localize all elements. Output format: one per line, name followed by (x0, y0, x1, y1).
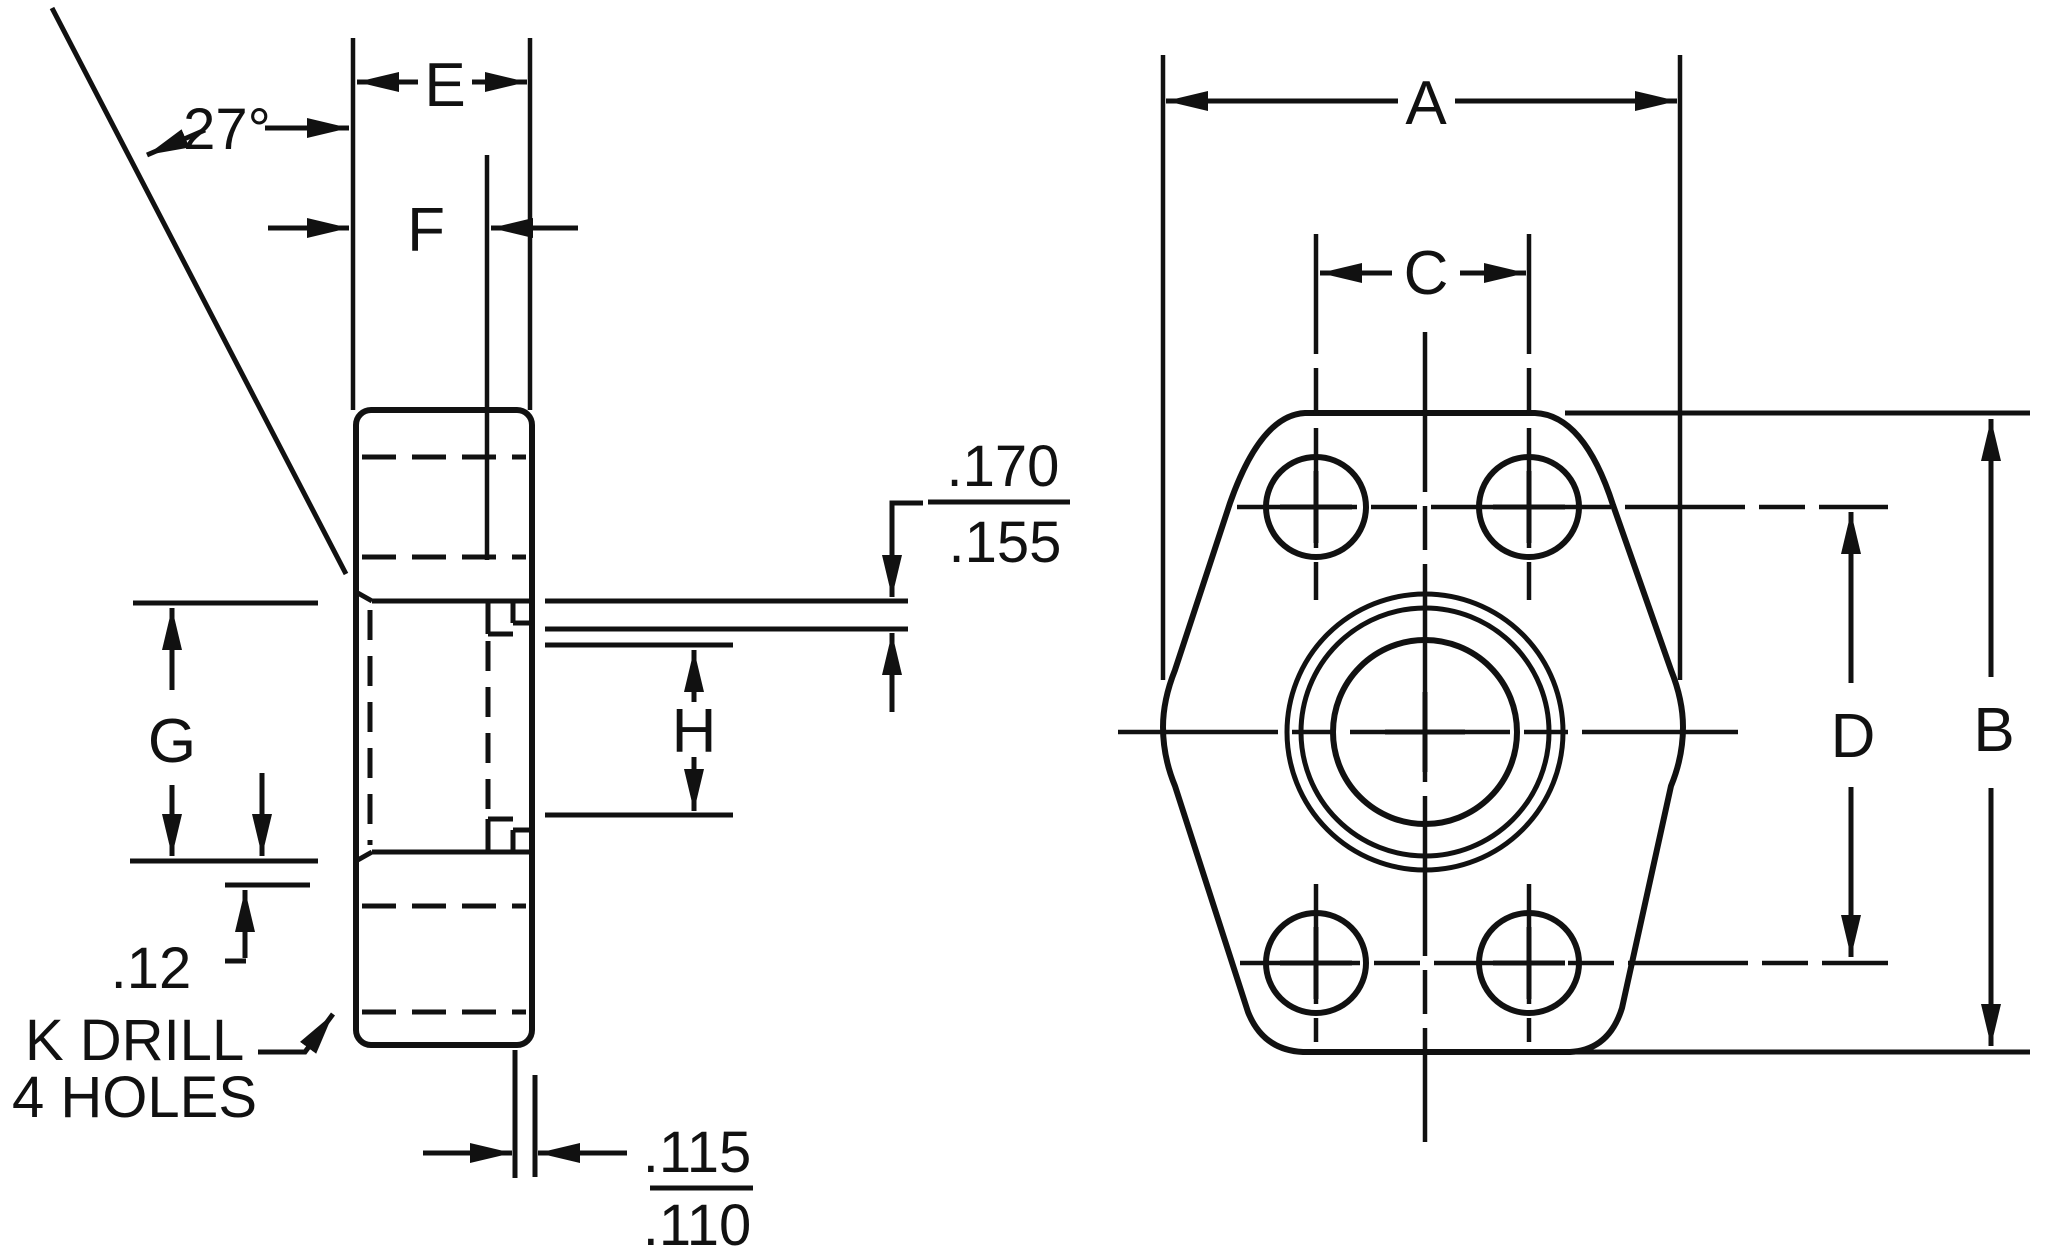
hidden-bolt-hole-lines (362, 454, 526, 1015)
flange-body-outline (353, 407, 535, 1048)
label-H: H (672, 697, 717, 766)
callout-k-drill: K DRILL 4 HOLES (12, 1008, 336, 1130)
chamfer-diagonal-line (49, 6, 349, 576)
label-A: A (1405, 69, 1447, 138)
dim-170-155: .170 .155 (882, 434, 1070, 712)
label-110: .110 (643, 1193, 752, 1258)
label-115: .115 (643, 1120, 752, 1185)
label-12: .12 (111, 936, 192, 1001)
port-face-bottom-profile (354, 816, 532, 864)
label-B: B (1973, 696, 2014, 765)
label-E: E (424, 51, 465, 120)
label-G: G (148, 707, 196, 776)
dim-12: .12 (111, 773, 310, 1001)
dim-F: F (268, 155, 578, 560)
label-F: F (407, 196, 445, 265)
label-155: .155 (949, 510, 1062, 575)
hidden-bore-lines (367, 610, 491, 845)
front-view: A C D B (1118, 55, 2030, 1142)
dim-115-110: .115 .110 (423, 1050, 753, 1258)
dim-D: D (1831, 512, 1876, 957)
port-face-top-profile (354, 589, 532, 637)
dim-C: C (1320, 239, 1526, 308)
dim-B: B (1565, 410, 2030, 1055)
label-D: D (1831, 702, 1876, 771)
dim-G: G (130, 600, 318, 864)
face-reference-lines-right (545, 598, 908, 818)
dim-angle-27: 27° (146, 97, 349, 162)
label-170: .170 (947, 434, 1060, 499)
dim-H: H (672, 650, 717, 811)
centerlines (1118, 234, 1888, 1142)
label-kdrill: K DRILL (25, 1008, 244, 1073)
side-view: E F 27° G .12 (12, 6, 1070, 1258)
label-4holes: 4 HOLES (12, 1065, 257, 1130)
label-C: C (1404, 239, 1449, 308)
dim-A: A (1160, 55, 1683, 680)
label-angle: 27° (183, 97, 271, 162)
